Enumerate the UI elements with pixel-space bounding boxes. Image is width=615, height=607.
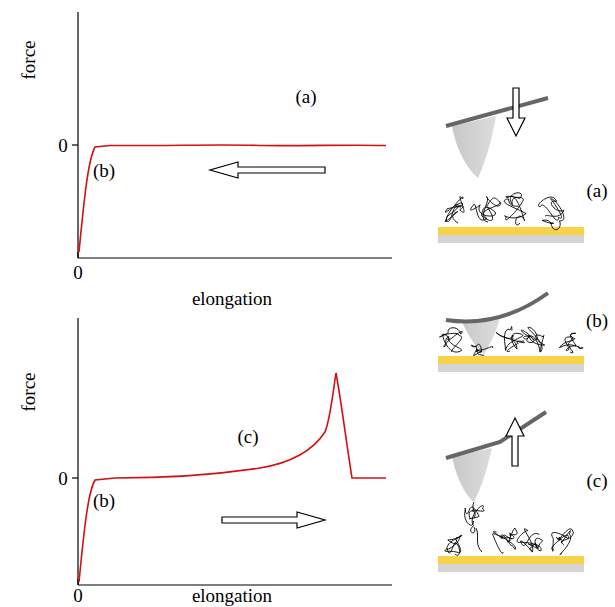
panel-label: (c) xyxy=(586,471,607,490)
plot-label: 0 xyxy=(58,469,68,488)
plot-label: 0 xyxy=(58,136,68,155)
substrate xyxy=(438,235,584,243)
panel-label: (a) xyxy=(586,181,607,200)
polymer-coil xyxy=(521,327,544,352)
plot-label: (b) xyxy=(93,491,115,510)
polymer-strand xyxy=(473,502,482,552)
polymer-coil xyxy=(504,193,526,225)
polymer-coil xyxy=(445,197,464,223)
polymer-coil xyxy=(517,529,543,552)
plot-label: (c) xyxy=(237,427,258,446)
plot-label: 0 xyxy=(73,263,83,282)
afm-tip xyxy=(452,116,496,178)
substrate xyxy=(438,364,584,372)
axis-title: force xyxy=(19,40,38,79)
polymer-coil xyxy=(538,197,563,230)
direction-arrow xyxy=(507,88,525,136)
polymer-coil xyxy=(440,328,463,352)
gold-layer xyxy=(438,356,584,364)
axis-title: elongation xyxy=(192,585,272,604)
cantilever xyxy=(446,412,546,458)
retraction-curve xyxy=(79,145,386,252)
panel-label: (b) xyxy=(586,311,608,330)
direction-arrow xyxy=(506,418,524,466)
substrate xyxy=(438,564,584,572)
polymer-chains xyxy=(440,193,584,555)
polymer-coil xyxy=(559,333,583,353)
direction-arrow xyxy=(210,162,325,178)
approach-curve xyxy=(79,373,386,582)
gold-layer xyxy=(438,556,584,564)
direction-arrow xyxy=(222,512,325,528)
polymer-coil xyxy=(465,506,485,533)
polymer-coil xyxy=(445,535,462,555)
plot-label: 0 xyxy=(73,585,83,604)
plot-label: (b) xyxy=(93,161,115,180)
axis-title: elongation xyxy=(192,289,272,308)
polymer-coil xyxy=(496,326,524,351)
polymer-coil xyxy=(471,196,501,222)
polymer-coil xyxy=(492,528,517,553)
polymer-coil xyxy=(552,529,574,555)
polymer-coil xyxy=(471,344,493,356)
plot-label: (a) xyxy=(295,87,316,106)
cantilever xyxy=(446,293,548,321)
gold-layer xyxy=(438,227,584,235)
axis-title: force xyxy=(19,372,38,411)
plot-axes xyxy=(72,12,392,585)
cantilever xyxy=(446,98,548,126)
